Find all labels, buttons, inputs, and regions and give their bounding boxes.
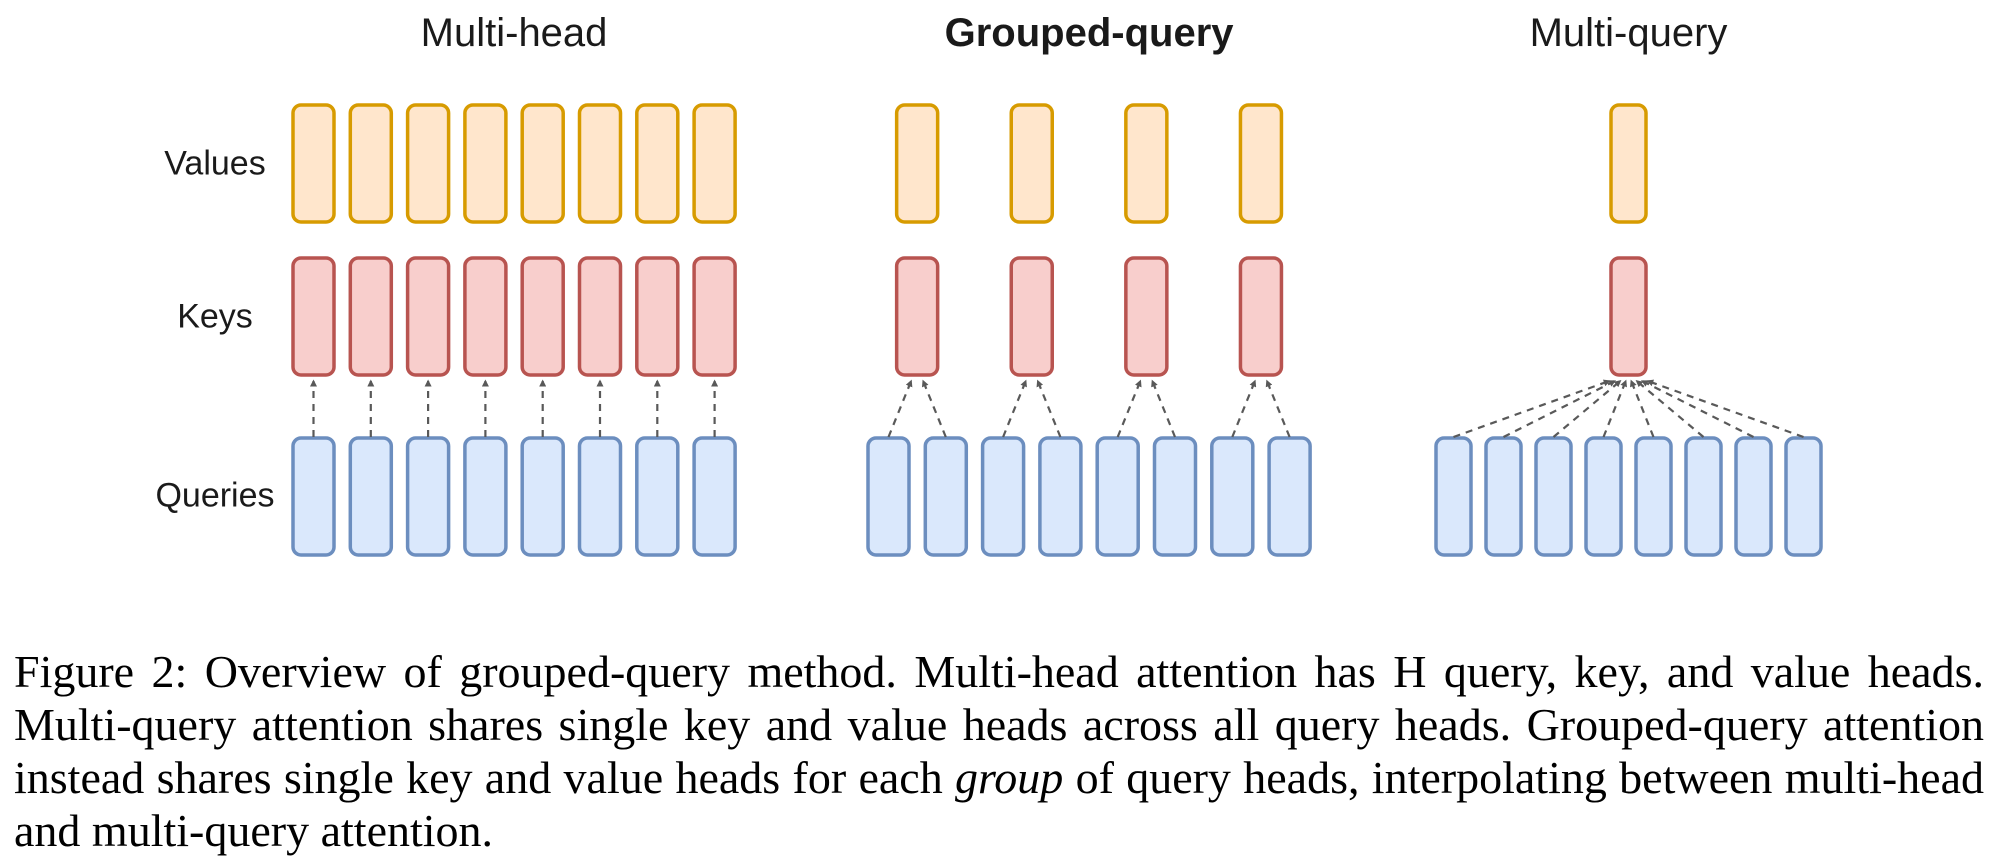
value-head-rect bbox=[1124, 103, 1169, 224]
key-query-connector bbox=[1640, 380, 1754, 438]
key-query-connector bbox=[1036, 379, 1062, 438]
key-query-connector bbox=[1231, 379, 1257, 438]
query-head-rect bbox=[1734, 436, 1773, 557]
caption-italic-word: group bbox=[955, 752, 1064, 803]
value-head-rect bbox=[348, 103, 394, 224]
key-head-rect bbox=[1609, 256, 1648, 377]
diagram-multi-head bbox=[291, 103, 737, 557]
key-head-rect bbox=[894, 256, 940, 377]
key-head-rect bbox=[1009, 256, 1054, 377]
value-head-rect bbox=[577, 103, 623, 224]
key-head-rect bbox=[692, 256, 737, 377]
query-head-rect bbox=[1152, 436, 1198, 557]
query-head-rect bbox=[1095, 436, 1140, 557]
query-head-rect bbox=[520, 436, 565, 557]
query-head-rect bbox=[577, 436, 623, 557]
query-head-rect bbox=[1210, 436, 1255, 557]
diagram-grouped-query bbox=[866, 103, 1312, 557]
figure-caption: Figure 2: Overview of grouped-query meth… bbox=[14, 645, 1984, 857]
query-head-rect bbox=[1038, 436, 1083, 557]
query-head-rect bbox=[923, 436, 969, 557]
key-query-connector bbox=[1646, 379, 1804, 439]
key-head-rect bbox=[348, 256, 394, 377]
key-head-rect bbox=[635, 256, 680, 377]
query-head-rect bbox=[463, 436, 508, 557]
key-query-connector bbox=[1635, 380, 1705, 438]
query-head-rect bbox=[1584, 436, 1623, 557]
query-head-rect bbox=[1784, 436, 1823, 557]
key-query-connector bbox=[1265, 379, 1291, 438]
key-head-rect bbox=[1124, 256, 1169, 377]
diagram-title-multi-query: Multi-query bbox=[1529, 11, 1728, 55]
attention-diagram-svg bbox=[291, 103, 1823, 557]
row-label-keys: Keys bbox=[177, 297, 253, 336]
query-head-rect bbox=[1684, 436, 1723, 557]
key-query-connector bbox=[1116, 379, 1142, 438]
key-head-rect bbox=[291, 256, 336, 377]
diagram-title-multi-head: Multi-head bbox=[420, 11, 608, 55]
value-head-rect bbox=[463, 103, 508, 224]
key-query-connector bbox=[921, 379, 947, 438]
value-head-rect bbox=[405, 103, 451, 224]
row-label-values: Values bbox=[164, 144, 266, 183]
value-head-rect bbox=[635, 103, 680, 224]
query-head-rect bbox=[1267, 436, 1312, 557]
key-head-rect bbox=[1238, 256, 1284, 377]
value-head-rect bbox=[1609, 103, 1648, 224]
value-head-rect bbox=[1009, 103, 1054, 224]
key-head-rect bbox=[577, 256, 623, 377]
query-head-rect bbox=[1634, 436, 1673, 557]
query-head-rect bbox=[866, 436, 911, 557]
key-head-rect bbox=[405, 256, 451, 377]
key-head-rect bbox=[520, 256, 565, 377]
query-head-rect bbox=[348, 436, 394, 557]
key-query-connector bbox=[1002, 379, 1027, 438]
key-query-connector bbox=[887, 379, 913, 438]
query-head-rect bbox=[405, 436, 451, 557]
key-query-connector bbox=[1151, 379, 1177, 438]
query-head-rect bbox=[291, 436, 336, 557]
key-query-connector bbox=[1602, 379, 1627, 438]
query-head-rect bbox=[980, 436, 1026, 557]
query-head-rect bbox=[635, 436, 680, 557]
diagram-multi-query bbox=[1434, 103, 1823, 557]
row-label-queries: Queries bbox=[155, 476, 275, 515]
figure-2-gqa-overview: Multi-head Grouped-query Multi-query Val… bbox=[14, 11, 1985, 856]
key-head-rect bbox=[463, 256, 508, 377]
key-query-connector bbox=[1630, 379, 1655, 438]
query-head-rect bbox=[1534, 436, 1573, 557]
value-head-rect bbox=[894, 103, 940, 224]
query-head-rect bbox=[692, 436, 737, 557]
value-head-rect bbox=[520, 103, 565, 224]
query-head-rect bbox=[1484, 436, 1523, 557]
value-head-rect bbox=[291, 103, 336, 224]
value-head-rect bbox=[1238, 103, 1284, 224]
diagram-title-grouped-query: Grouped-query bbox=[944, 11, 1234, 55]
query-head-rect bbox=[1434, 436, 1473, 557]
key-query-connector bbox=[1503, 380, 1617, 438]
key-query-connector bbox=[1552, 380, 1622, 438]
value-head-rect bbox=[692, 103, 737, 224]
key-query-connector bbox=[1453, 379, 1611, 439]
